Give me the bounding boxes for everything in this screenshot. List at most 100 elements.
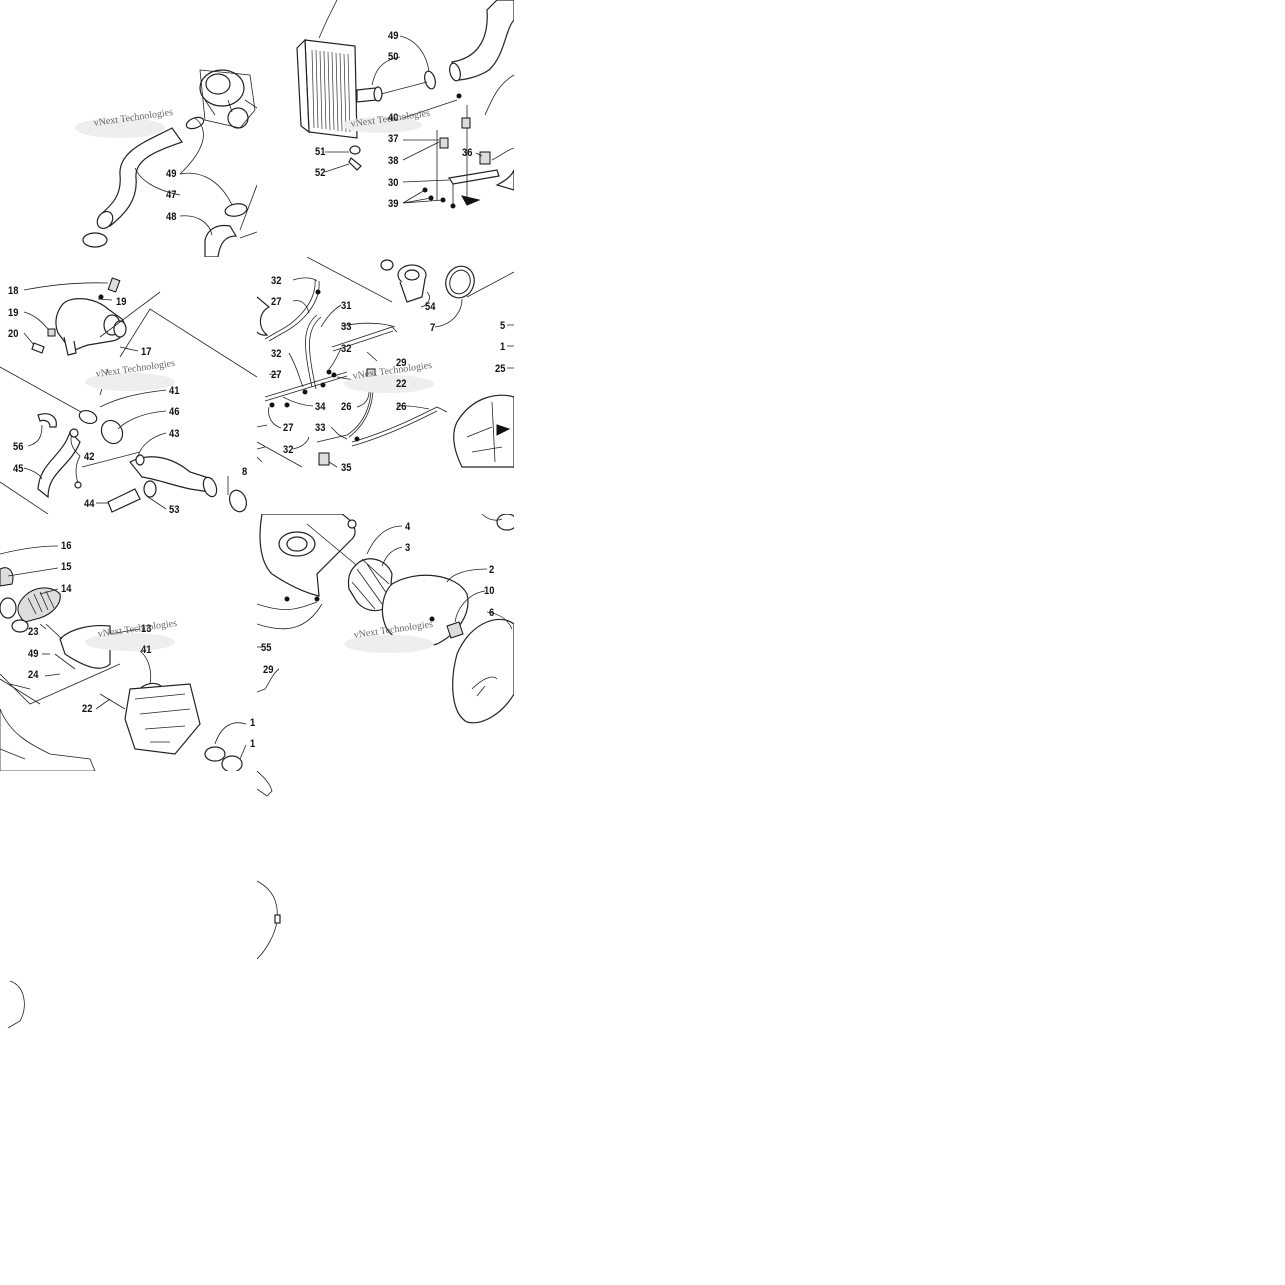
callout-15: 15: [61, 561, 72, 573]
callout-6: 6: [489, 607, 495, 619]
outlet-hose-part: [451, 0, 514, 81]
tile-1-drawing: [75, 69, 257, 257]
callout-40: 40: [388, 112, 399, 124]
coupler-part: [445, 265, 475, 299]
callout-46: 46: [169, 406, 180, 418]
engine-assembly-part: [124, 683, 201, 755]
diagram-tile-2: 49 50 40 37 51 38 36 52 30 39 vNext Tech…: [257, 0, 514, 257]
callout-51: 51: [315, 146, 326, 158]
throttle-body-part: [380, 259, 427, 303]
outlet-pipe-part: [380, 81, 428, 95]
callout-26: 26: [396, 401, 407, 413]
callout-37: 37: [388, 133, 399, 145]
callout-23: 23: [28, 626, 39, 638]
hose-clamp-part: [82, 232, 108, 248]
callout-49: 49: [388, 30, 399, 42]
cover-edge-part: [257, 880, 278, 960]
filter-cover-part: [381, 574, 469, 647]
airbox-part: [55, 298, 127, 356]
hose-clamp-part: [185, 116, 205, 130]
callout-4: 4: [405, 521, 411, 533]
callout-8: 8: [242, 466, 248, 478]
coupler-part: [424, 70, 436, 90]
tile-7-drawing: [7, 980, 25, 1028]
callout-3: 3: [405, 542, 411, 554]
callout-32: 32: [283, 444, 294, 456]
callout-16: 16: [61, 540, 72, 552]
callout-22: 22: [396, 378, 407, 390]
hose-clamp-part: [78, 409, 98, 425]
tile-2-drawing: [296, 0, 514, 209]
callout-22: 22: [82, 703, 93, 715]
callout-14: 14: [61, 583, 72, 595]
tile-5-drawing: [0, 545, 247, 771]
callout-49: 49: [166, 168, 177, 180]
callout-54: 54: [425, 301, 436, 313]
callout-29: 29: [263, 664, 274, 676]
vent-hose-part: [351, 406, 448, 443]
tile-8-drawing: [257, 771, 281, 960]
tile-6-drawing: [257, 514, 514, 724]
hose-clamp-part: [37, 413, 57, 428]
callout-30: 30: [388, 177, 399, 189]
callout-52: 52: [315, 167, 326, 179]
fitting-part: [31, 342, 45, 354]
callout-32: 32: [271, 275, 282, 287]
tile-4-drawing: [257, 257, 514, 468]
orientation-arrow-icon: [496, 424, 511, 436]
callout-2: 2: [489, 564, 495, 576]
grommet-part: [446, 621, 464, 639]
sensor-part: [479, 151, 491, 165]
airbox-housing-part: [259, 514, 356, 597]
coupler-part: [224, 203, 248, 217]
callout-33: 33: [341, 321, 352, 333]
diagram-tile-6: 4 3 2 10 6 55 29 vNext Technologies: [257, 514, 514, 771]
callout-7: 7: [430, 322, 436, 334]
callout-53: 53: [169, 504, 180, 514]
callout-42: 42: [84, 451, 95, 463]
callout-5: 5: [500, 320, 506, 332]
callout-29: 29: [396, 357, 407, 369]
coupler-part: [100, 419, 124, 445]
vent-hose-part: [331, 326, 398, 348]
coupler-part: [221, 755, 243, 771]
orientation-arrow-icon: [461, 195, 481, 206]
callout-45: 45: [13, 463, 24, 475]
bellows-duct-part: [0, 567, 61, 633]
callout-24: 24: [28, 669, 39, 681]
callout-1: 1: [250, 738, 256, 750]
sensor-part: [439, 137, 449, 149]
diagram-tile-4: 32 27 31 54 33 7 5 32 32 1 29 25 27 22 3…: [257, 257, 514, 514]
callout-27: 27: [271, 369, 282, 381]
callout-39: 39: [388, 198, 399, 210]
callout-25: 25: [495, 363, 506, 375]
tile-3-drawing: [0, 277, 257, 514]
callout-34: 34: [315, 401, 326, 413]
sensor-part: [107, 277, 121, 293]
turbocharger-part: [199, 69, 257, 129]
callout-1: 1: [250, 717, 256, 729]
callout-18: 18: [8, 285, 19, 297]
hose-part: [37, 430, 81, 499]
drain-plug-part: [348, 157, 362, 171]
callout-36: 36: [462, 147, 473, 159]
side-cover-part: [452, 618, 514, 724]
mounting-bracket-part: [447, 169, 500, 185]
callout-32: 32: [271, 348, 282, 360]
hose-clamp-part: [204, 746, 226, 762]
callout-49: 49: [28, 648, 39, 660]
engine-bracket-part: [453, 394, 514, 468]
callout-32: 32: [341, 343, 352, 355]
callout-55: 55: [261, 642, 272, 654]
callout-31: 31: [341, 300, 352, 312]
callout-20: 20: [8, 328, 19, 340]
sensor-part: [461, 117, 471, 129]
callout-33: 33: [315, 422, 326, 434]
callout-27: 27: [271, 296, 282, 308]
callout-17: 17: [141, 346, 152, 358]
fitting-part: [349, 145, 361, 155]
vent-hose-part: [305, 314, 318, 388]
callout-47: 47: [166, 189, 177, 201]
callout-38: 38: [388, 155, 399, 167]
